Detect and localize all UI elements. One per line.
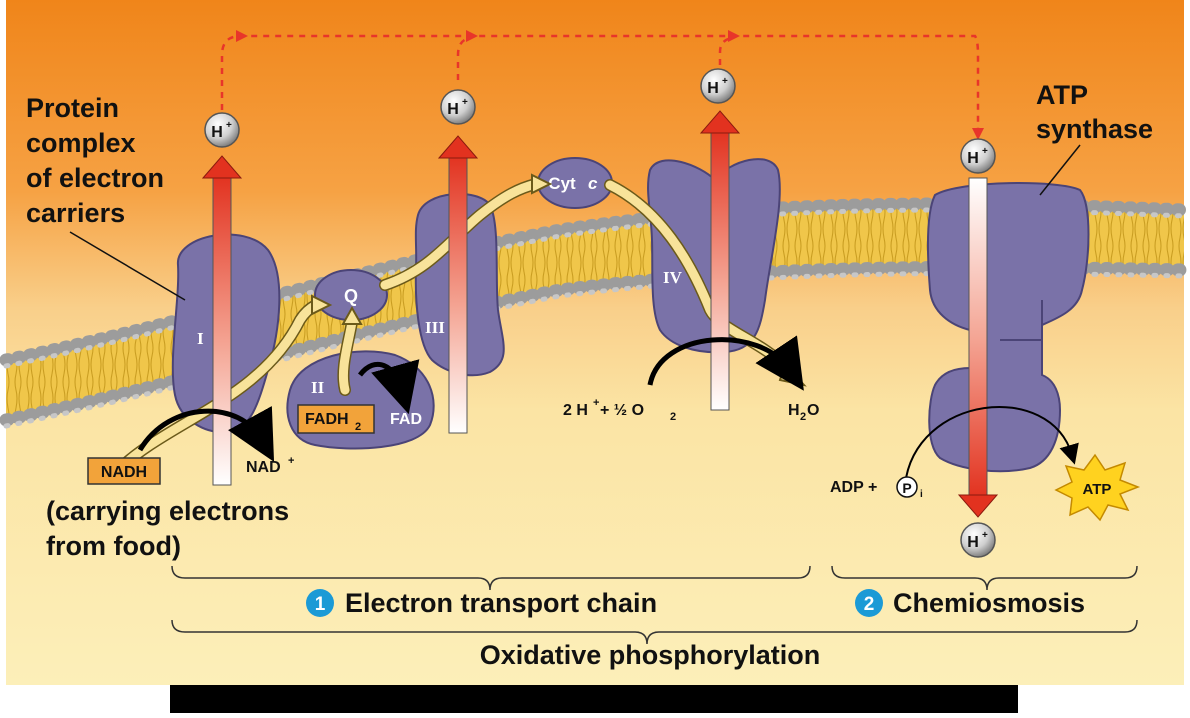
h-plus-ion-4: H +	[960, 138, 996, 174]
svg-text:+: +	[462, 97, 468, 108]
dashed-arrowheads	[236, 30, 984, 140]
complex-ii-label: II	[311, 378, 325, 397]
brace-electron-transport	[171, 565, 811, 591]
svg-text:carriers: carriers	[26, 198, 125, 228]
svg-text:NADH: NADH	[101, 464, 147, 481]
complex-iii-label: III	[425, 318, 445, 337]
svg-text:+: +	[722, 76, 728, 87]
complex-ii[interactable]: II	[286, 350, 435, 450]
svg-text:+: +	[288, 455, 294, 467]
oxygen-reaction-label: 2 H + + ½ O 2	[563, 397, 676, 423]
water-label: H 2 O	[788, 402, 819, 423]
reaction-arrows	[137, 335, 804, 462]
svg-text:ATP: ATP	[1036, 80, 1088, 110]
nad-plus-label: NAD +	[246, 455, 294, 476]
svg-text:Protein: Protein	[26, 93, 119, 123]
svg-text:i: i	[920, 489, 923, 500]
svg-text:(carrying electrons: (carrying electrons	[46, 496, 289, 526]
svg-text:ADP +: ADP +	[830, 479, 877, 496]
svg-text:synthase: synthase	[1036, 114, 1153, 144]
fad-label: FAD	[390, 411, 422, 428]
svg-text:2: 2	[864, 594, 875, 615]
svg-text:H: H	[447, 101, 459, 118]
proton-gradient-dashed-path	[220, 34, 980, 130]
complex-i-label: I	[197, 329, 204, 348]
svg-text:2: 2	[670, 411, 676, 423]
h-plus-ion-2: H +	[440, 89, 476, 125]
svg-text:from food): from food)	[46, 531, 181, 561]
svg-text:P: P	[902, 480, 911, 496]
svg-text:2: 2	[355, 421, 361, 433]
svg-text:complex: complex	[26, 128, 136, 158]
svg-text:H: H	[707, 80, 719, 97]
cyt-label: Cyt	[548, 174, 576, 193]
svg-text:of electron: of electron	[26, 163, 164, 193]
svg-text:ATP: ATP	[1083, 481, 1112, 498]
brace-oxidative-phosphorylation	[171, 619, 1138, 645]
caption-bar	[170, 685, 1018, 713]
cyt-c-label: c	[588, 174, 598, 193]
svg-text:2: 2	[800, 411, 806, 423]
atp-synthesis-arrow	[904, 406, 1079, 486]
proton-arrow-complex-iii	[437, 135, 479, 434]
svg-text:+: +	[226, 120, 232, 131]
svg-text:2 H: 2 H	[563, 402, 588, 419]
atp-product: ATP	[1054, 453, 1141, 522]
brace-chemiosmosis	[831, 565, 1138, 591]
svg-text:+: +	[982, 146, 988, 157]
protein-complex-label: Protein complex of electron carriers	[26, 93, 186, 301]
svg-text:FADH: FADH	[305, 411, 349, 428]
proton-arrow-complex-i	[201, 155, 243, 486]
svg-text:Chemiosmosis: Chemiosmosis	[893, 588, 1085, 618]
step-2-label: 2 Chemiosmosis	[855, 588, 1085, 618]
step-1-label: 1 Electron transport chain	[306, 588, 657, 618]
nadh-tag: NADH	[87, 457, 161, 485]
svg-text:+: +	[982, 530, 988, 541]
adp-pi-label: ADP + P i	[830, 476, 923, 500]
atp-synthase[interactable]	[927, 182, 1090, 473]
complex-iv-label: IV	[663, 268, 683, 287]
atp-synthase-label: ATP synthase	[1036, 80, 1153, 196]
oxidative-phosphorylation-label: Oxidative phosphorylation	[480, 640, 821, 670]
ubiquinone-q[interactable]: Q	[314, 269, 388, 321]
svg-text:+ ½ O: + ½ O	[600, 402, 644, 419]
svg-text:O: O	[807, 402, 819, 419]
cytochrome-c[interactable]: Cyt c	[537, 157, 613, 209]
svg-text:H: H	[211, 124, 223, 141]
fadh2-tag: FADH 2	[297, 404, 375, 434]
h-plus-ion-3: H +	[700, 68, 736, 104]
svg-text:H: H	[788, 402, 800, 419]
svg-text:NAD: NAD	[246, 459, 281, 476]
svg-text:Electron transport chain: Electron transport chain	[345, 588, 657, 618]
q-label: Q	[344, 286, 358, 306]
svg-text:H: H	[967, 150, 979, 167]
carrying-electrons-label: (carrying electrons from food)	[46, 496, 289, 561]
svg-text:+: +	[593, 397, 599, 409]
h-plus-ion-5: H +	[960, 522, 996, 558]
svg-text:1: 1	[315, 594, 326, 615]
h-plus-ion-1: H +	[204, 112, 240, 148]
svg-text:H: H	[967, 534, 979, 551]
proton-arrow-atp-synthase	[957, 177, 999, 518]
